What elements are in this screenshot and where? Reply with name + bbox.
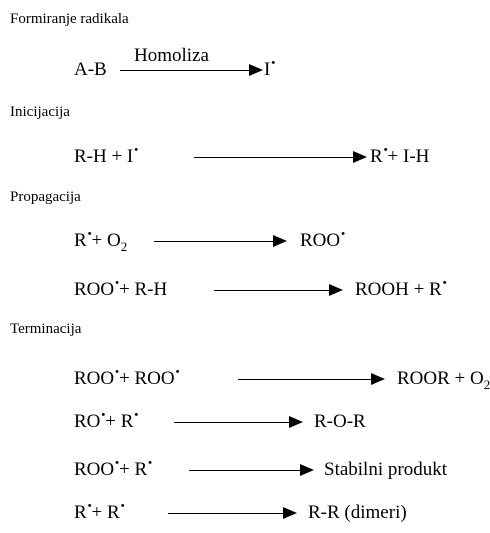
heading-propagacija: Propagacija bbox=[10, 189, 81, 205]
radical-dot: • bbox=[148, 457, 152, 469]
reactant-ab: A-B bbox=[74, 59, 107, 80]
reactants-terminacija-3: ROO•+ R• bbox=[74, 457, 152, 480]
products-propagacija-2: ROOH + R• bbox=[355, 277, 447, 300]
radical-dot: • bbox=[442, 277, 447, 289]
product-terminacija-4: R-R (dimeri) bbox=[308, 502, 407, 523]
equation-terminacija-4: R•+ R• R-R (dimeri) bbox=[74, 500, 424, 524]
radical-dot: • bbox=[271, 57, 276, 69]
reaction-arrow bbox=[154, 235, 287, 247]
radical-dot: • bbox=[175, 366, 180, 378]
radical-dot: • bbox=[87, 228, 92, 240]
radical-dot: • bbox=[115, 366, 119, 378]
radical-dot: • bbox=[341, 228, 345, 240]
reaction-arrow bbox=[168, 507, 297, 519]
reaction-arrow bbox=[238, 373, 385, 385]
reactants-terminacija-1: ROO•+ ROO• bbox=[74, 366, 180, 389]
heading-terminacija: Terminacija bbox=[10, 321, 82, 337]
radical-dot: • bbox=[383, 144, 388, 156]
product-terminacija-3: Stabilni produkt bbox=[324, 459, 447, 480]
equation-inicijacija: R-H + I• R•+ I-H bbox=[74, 144, 434, 168]
products-inicijacija: R•+ I-H bbox=[370, 144, 430, 167]
heading-formiranje-radikala: Formiranje radikala bbox=[10, 11, 129, 27]
reactants-propagacija-1: R•+ O2 bbox=[74, 228, 128, 254]
reaction-arrow bbox=[189, 464, 314, 476]
radical-dot: • bbox=[115, 457, 119, 469]
radical-dot: • bbox=[120, 500, 125, 512]
heading-inicijacija: Inicijacija bbox=[10, 104, 70, 120]
reactants-propagacija-2: ROO•+ R-H bbox=[74, 277, 168, 300]
radical-dot: • bbox=[101, 409, 106, 421]
reaction-arrow bbox=[120, 64, 263, 76]
reactants-terminacija-4: R•+ R• bbox=[74, 500, 125, 523]
radical-dot: • bbox=[87, 500, 92, 512]
reactants-inicijacija: R-H + I• bbox=[74, 144, 139, 167]
radical-dot: • bbox=[134, 144, 139, 156]
reactants-terminacija-2: RO•+ R• bbox=[74, 409, 139, 432]
product-propagacija-1: ROO• bbox=[300, 228, 345, 251]
product-terminacija-2: R-O-R bbox=[314, 411, 366, 432]
arrow-label-homoliza: Homoliza bbox=[134, 45, 209, 66]
reaction-arrow bbox=[194, 151, 367, 163]
radical-dot: • bbox=[134, 409, 139, 421]
radical-dot: • bbox=[115, 277, 119, 289]
product-i-radical: I• bbox=[264, 57, 276, 80]
reaction-arrow bbox=[214, 284, 343, 296]
equation-terminacija-2: RO•+ R• R-O-R bbox=[74, 409, 394, 433]
equation-propagacija-2: ROO•+ R-H ROOH + R• bbox=[74, 277, 484, 301]
equation-propagacija-1: R•+ O2 ROO• bbox=[74, 228, 404, 254]
products-terminacija-1: ROOR + O2 bbox=[397, 368, 490, 392]
reaction-arrow bbox=[174, 416, 303, 428]
equation-homoliza: A-B Homoliza I• bbox=[74, 45, 294, 81]
equation-terminacija-3: ROO•+ R• Stabilni produkt bbox=[74, 457, 486, 481]
equation-terminacija-1: ROO•+ ROO• ROOR + O2 bbox=[74, 366, 490, 392]
